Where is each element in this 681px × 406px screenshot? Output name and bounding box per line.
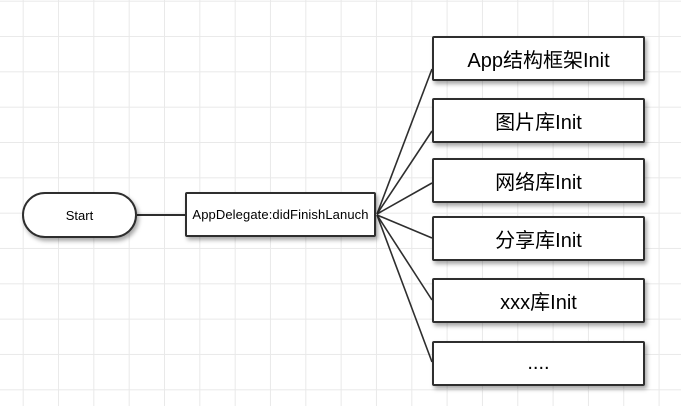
node-start[interactable]: Start (22, 192, 137, 238)
edge-delegate-to-target-1[interactable] (376, 130, 433, 215)
node-app-framework-init-label: App结构框架Init (467, 50, 610, 72)
edge-delegate-to-target-3[interactable] (376, 214, 433, 239)
node-appdelegate-didfinishlanuch[interactable]: AppDelegate:didFinishLanuch (185, 192, 376, 237)
node-appdelegate-label: AppDelegate:didFinishLanuch (192, 207, 369, 222)
node-network-library-init-label: 网络库Init (495, 172, 582, 194)
node-app-framework-init[interactable]: App结构框架Init (432, 36, 645, 81)
node-image-library-init[interactable]: 图片库Init (432, 98, 645, 143)
node-network-library-init[interactable]: 网络库Init (432, 158, 645, 203)
node-ellipsis-label: .... (527, 352, 550, 374)
node-image-library-init-label: 图片库Init (495, 112, 582, 134)
node-ellipsis[interactable]: .... (432, 341, 645, 386)
node-xxx-library-init[interactable]: xxx库Init (432, 278, 645, 323)
edge-delegate-to-target-2[interactable] (376, 182, 433, 215)
node-xxx-library-init-label: xxx库Init (500, 292, 577, 314)
node-start-label: Start (65, 207, 94, 223)
edge-delegate-to-target-0[interactable] (376, 68, 433, 215)
edge-delegate-to-target-5[interactable] (376, 214, 433, 363)
edge-delegate-to-target-4[interactable] (376, 214, 433, 301)
node-share-library-init[interactable]: 分享库Init (432, 216, 645, 261)
node-share-library-init-label: 分享库Init (495, 230, 582, 252)
